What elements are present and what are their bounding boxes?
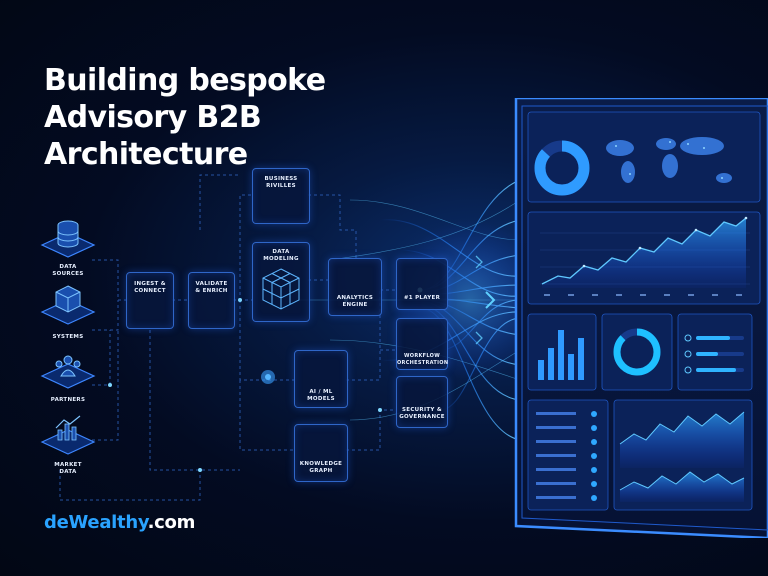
- cube-icon: [40, 285, 96, 325]
- node-validate-enrich: VALIDATE & ENRICH: [188, 272, 235, 329]
- node-data-modeling: DATA MODELING: [252, 242, 310, 322]
- source-label-systems: SYSTEMS: [52, 334, 84, 340]
- chart-icon: [40, 415, 96, 455]
- node-knowledge-graph: KNOWLEDGE GRAPH: [294, 424, 348, 482]
- node-analytics-engine: ANALYTICS ENGINE: [328, 258, 382, 316]
- brand-logo: deWealthy.com: [44, 512, 195, 533]
- page-title: Building bespoke Advisory B2B Architectu…: [44, 62, 326, 173]
- title-line-3: Architecture: [44, 137, 248, 172]
- source-label-partners: PARTNERS: [50, 397, 86, 403]
- node-first-player: #1 PLAYER: [396, 258, 448, 310]
- node-workflow-orchestration: WORKFLOW ORCHESTRATION: [396, 318, 448, 370]
- source-label-data-sources: DATA SOURCES: [52, 264, 84, 277]
- dashboard-monitor: [514, 98, 768, 538]
- database-icon: [40, 220, 96, 258]
- people-icon: [40, 355, 96, 389]
- node-business-rules: BUSINESS RIVILLES: [252, 168, 310, 224]
- title-line-2: Advisory B2B: [44, 100, 262, 135]
- source-label-market-data: MARKET DATA: [54, 462, 82, 475]
- cube-grid-icon: [262, 268, 300, 310]
- node-ai-ml-models: AI / ML MODELS: [294, 350, 348, 408]
- node-ingest-connect: INGEST & CONNECT: [126, 272, 174, 329]
- title-line-1: Building bespoke: [44, 63, 326, 98]
- node-security-governance: SECURITY & GOVERNANCE: [396, 376, 448, 428]
- brand-name: deWealthy: [44, 512, 148, 533]
- brand-domain: .com: [147, 512, 196, 533]
